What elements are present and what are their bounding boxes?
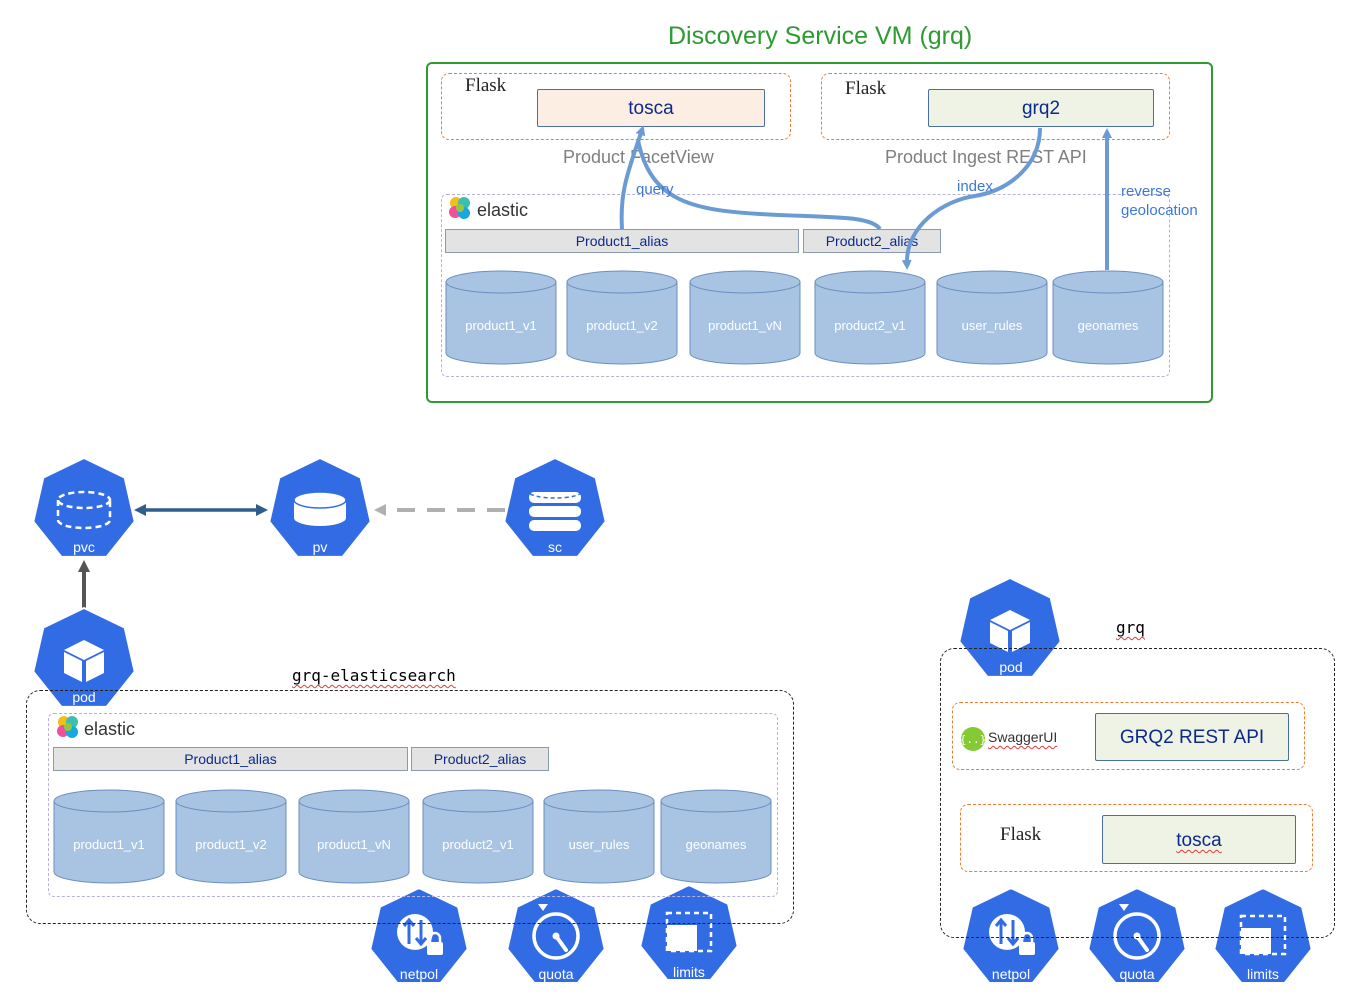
vm-container [426,62,1213,403]
vm-index-cylinder [814,270,926,365]
k8s-index-label: product1_v2 [195,837,267,852]
grq2-app-box: grq2 [928,89,1154,127]
swagger-group [952,702,1305,770]
vm-title: Discovery Service VM (grq) [668,22,973,50]
grq2-rest-api-box: GRQ2 REST API [1095,713,1289,761]
limits-label: limits [673,964,705,980]
vm-index-label: product1_vN [708,318,782,333]
vm-index-cylinder [689,270,801,365]
vm-index-cylinder [566,270,678,365]
vm-index-cylinder [445,270,557,365]
flask-group-k8s [960,804,1313,872]
k8s-index-label: product1_vN [317,837,391,852]
vm-index-label: product1_v2 [586,318,658,333]
index-label: index [957,178,993,195]
pv-label: pv [312,539,328,555]
k8s-index-label: geonames [685,837,747,852]
sc-label: sc [548,539,562,555]
vm-index-cylinder [936,270,1048,365]
netpol-label: netpol [399,966,439,982]
flask-group-right [821,73,1170,140]
namespace-right-label: grq [1116,618,1145,637]
alias2-to-tosca-arrow [636,139,882,231]
k8s-index-label: user_rules [568,837,630,852]
pod-icon [32,607,136,708]
pv-icon [268,457,372,558]
pod-left-label: pod [72,689,96,705]
vm-index-label: product2_v1 [834,318,906,333]
index-arrow [901,127,1042,270]
vm-elastic-label: elastic [477,200,529,220]
namespace-left-label: grq-elasticsearch [292,666,456,685]
k8s-index-cylinder [175,789,287,884]
netpol-icon [369,887,469,984]
pod-right-label: pod [999,659,1023,675]
vm-index-label: user_rules [961,318,1023,333]
k8s-elastic-label: elastic [84,719,136,739]
k8s-elastic-cluster [48,713,778,897]
tosca-app-box: tosca [537,89,765,127]
k8s-index-label: product1_v1 [73,837,145,852]
k8s-index-cylinder [422,789,534,884]
pvc-icon [32,457,136,558]
svg-text:{..}: {..} [960,733,986,746]
namespace-grq-elasticsearch [26,690,794,924]
limits-right-icon [1213,887,1313,984]
vm-index-label: product1_v1 [465,318,537,333]
k8s-index-cylinder [543,789,655,884]
pvc-label: pvc [73,539,95,555]
flask-logo-right: Flask [845,78,887,99]
k8s-index-cylinder [53,789,165,884]
vm-elastic-cluster [441,194,1170,377]
netpol-right-label: netpol [991,966,1031,982]
elastic-logo-icon [57,716,78,738]
geolocation-label: geolocation [1121,202,1198,219]
k8s-index-cylinder [298,789,410,884]
vm-alias-product2: Product2_alias [803,229,941,253]
quota-right-icon [1087,887,1187,984]
k8s-alias-product2: Product2_alias [411,747,549,771]
flask-logo-left: Flask [465,75,507,96]
sc-icon [503,457,607,558]
quota-label: quota [538,966,574,982]
flask-logo-k8s: Flask [1000,824,1042,845]
limits-right-label: limits [1247,966,1279,982]
limits-icon [639,884,739,981]
swagger-ui-label: SwaggerUI [988,729,1058,745]
k8s-index-label: product2_v1 [442,837,514,852]
vm-index-cylinder [1052,270,1164,365]
vm-index-label: geonames [1077,318,1139,333]
netpol-right-icon [961,887,1061,984]
quota-right-label: quota [1119,966,1155,982]
reverse-label: reverse [1121,183,1172,200]
product-facetview-caption: Product FacetView [563,147,714,167]
quota-icon [506,887,606,984]
flask-group-left [441,73,791,140]
k8s-alias-product1: Product1_alias [53,747,408,771]
query-label: query [636,181,674,198]
tosca-k8s-box: tosca [1102,815,1296,864]
swagger-logo-icon: {..} [960,727,986,751]
vm-alias-product1: Product1_alias [445,229,799,253]
namespace-grq [940,648,1335,938]
pod-right-icon [958,577,1062,678]
elastic-logo-icon [449,197,470,219]
k8s-index-cylinder [660,789,772,884]
